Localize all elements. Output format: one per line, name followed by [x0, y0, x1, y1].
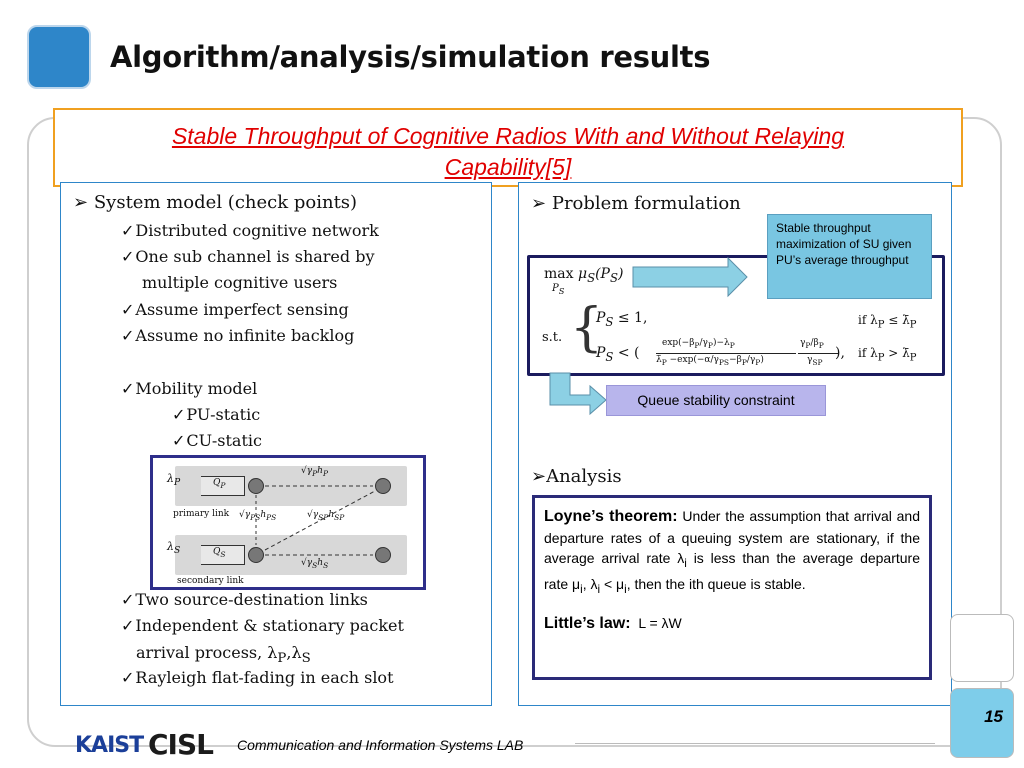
slide-title: Algorithm/analysis/simulation results	[110, 40, 711, 74]
objective-subscript: PS	[552, 283, 565, 296]
ratio-bar	[798, 353, 838, 354]
check-icon: ✓	[121, 590, 135, 609]
secondary-queue	[201, 545, 245, 565]
bent-arrow-icon	[549, 372, 607, 416]
check-icon: ✓	[121, 379, 135, 398]
list-item: ✓CU-static	[172, 431, 262, 450]
problem-heading: ➢ Problem formulation	[531, 193, 741, 214]
check-icon: ✓	[121, 616, 135, 635]
lab-name: Communication and Information Systems LA…	[237, 737, 524, 753]
check-icon: ✓	[121, 668, 135, 687]
fraction-numerator: exp(−βP/γP)−λP	[662, 338, 735, 350]
gain-sp-label: √γSPhSP	[307, 510, 345, 522]
list-item: ✓Assume imperfect sensing	[121, 300, 349, 319]
lambda-p-label: λP	[167, 472, 181, 489]
constraint-2-close: ),	[835, 345, 845, 361]
ratio-numerator: γP/βP	[800, 338, 824, 350]
throughput-note: Stable throughput maximization of SU giv…	[767, 214, 932, 299]
system-model-heading: ➢ System model (check points)	[73, 192, 358, 213]
primary-tx-node	[248, 478, 264, 494]
check-icon: ✓	[121, 326, 135, 345]
list-item: ✓PU-static	[172, 405, 261, 424]
list-item: ✓Mobility model	[121, 379, 258, 398]
side-decoration	[950, 614, 1014, 682]
fraction-denominator: λ̄P −exp(−α/γPS−βP/γP)	[656, 355, 764, 367]
callout-arrows	[549, 256, 748, 416]
theorem-box: Loyne’s theorem: Under the assumption th…	[532, 495, 932, 680]
brace-icon: {	[570, 298, 604, 358]
diagram-links-svg	[255, 485, 376, 556]
ratio-denominator: γSP	[807, 355, 823, 367]
footer-divider	[575, 743, 935, 744]
list-item-continued: arrival process, λP,λS	[136, 643, 311, 667]
check-icon: ✓	[121, 221, 135, 240]
list-item: ✓Independent & stationary packet	[121, 616, 404, 635]
arrow-bullet-icon: ➢	[531, 193, 547, 214]
list-item: ✓Distributed cognitive network	[121, 221, 379, 240]
check-icon: ✓	[121, 300, 135, 319]
st-label: s.t.	[542, 330, 563, 345]
gain-p-label: √γPhP	[301, 466, 329, 478]
check-icon: ✓	[172, 431, 186, 450]
arrow-bullet-icon: ➢	[531, 466, 547, 487]
constraint-1: PS ≤ 1,	[596, 310, 648, 329]
check-icon: ✓	[172, 405, 186, 424]
constraint-2: PS < (	[596, 345, 640, 364]
primary-rx-node	[375, 478, 391, 494]
list-item: ✓Assume no infinite backlog	[121, 326, 355, 345]
lambda-s-label: λS	[167, 540, 181, 557]
check-icon: ✓	[121, 247, 135, 266]
constraint-2-condition: if λP > λ̄P	[858, 346, 917, 364]
secondary-rx-node	[375, 547, 391, 563]
gain-ps-label: √γPShPS	[239, 510, 277, 522]
gain-s-label: √γShS	[301, 558, 329, 570]
system-model-panel	[60, 182, 492, 706]
primary-queue-label: QP	[213, 478, 226, 490]
slide-logo-square	[27, 25, 91, 89]
system-diagram: λP λS QP QS √γPhP √γPShPS √γSPhSP √γShS …	[150, 455, 426, 590]
cisl-logo: CISL	[148, 728, 214, 761]
kaist-logo: KAIST	[75, 733, 144, 758]
arrow-bullet-icon: ➢	[73, 192, 89, 213]
queue-stability-label: Queue stability constraint	[606, 385, 826, 416]
constraint-1-condition: if λP ≤ λ̄P	[858, 313, 917, 331]
subtitle-text: Stable Throughput of Cognitive Radios Wi…	[171, 123, 845, 180]
page-number-box: 15	[950, 688, 1014, 758]
loyne-theorem: Loyne’s theorem: Under the assumption th…	[544, 508, 920, 597]
primary-queue	[201, 476, 245, 496]
analysis-heading: ➢Analysis	[531, 466, 622, 487]
right-arrow-icon	[632, 256, 748, 298]
list-item: ✓One sub channel is shared by	[121, 247, 375, 266]
page-number: 15	[984, 707, 1003, 726]
littles-law: Little’s law: L = λW	[544, 614, 682, 632]
secondary-queue-label: QS	[213, 547, 226, 559]
secondary-link-label: secondary link	[177, 576, 244, 586]
fraction-bar	[656, 353, 796, 354]
list-item: ✓Rayleigh flat-fading in each slot	[121, 668, 394, 687]
secondary-tx-node	[248, 547, 264, 563]
objective-formula: max μS(PS)	[544, 266, 624, 285]
primary-link-label: primary link	[173, 509, 230, 519]
list-item-continued: multiple cognitive users	[142, 273, 338, 292]
list-item: ✓Two source-destination links	[121, 590, 368, 609]
subtitle-box: Stable Throughput of Cognitive Radios Wi…	[53, 108, 963, 187]
